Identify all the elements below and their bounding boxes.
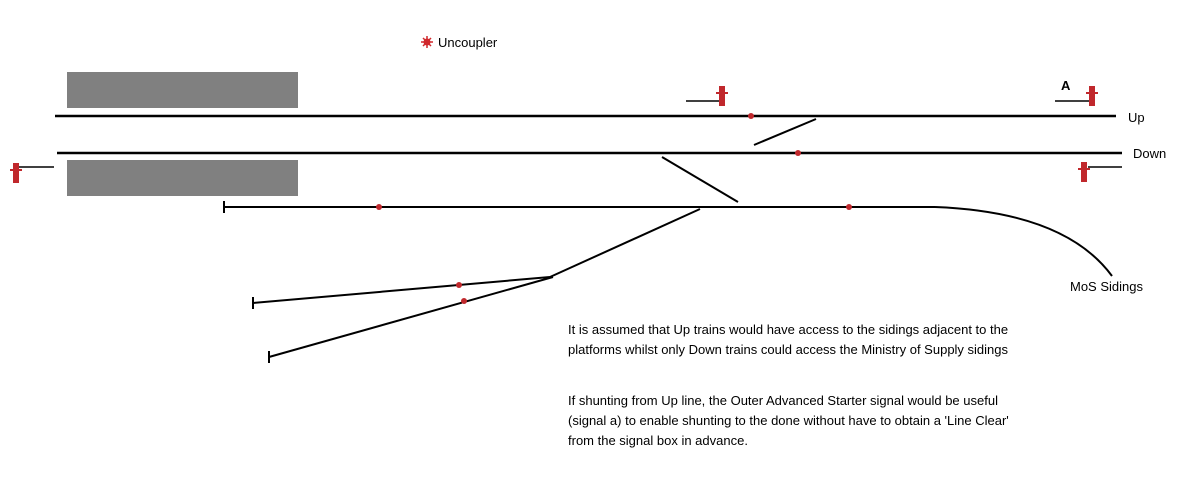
uncoupler-marker <box>376 204 382 210</box>
platform-lower <box>67 160 298 196</box>
mos-sidings-label: MoS Sidings <box>1070 279 1143 294</box>
crossover-up-down <box>753 118 817 146</box>
signal-head <box>13 163 19 183</box>
uncoupler-legend-label: Uncoupler <box>438 35 498 50</box>
signal-down-home <box>1078 162 1122 182</box>
signal-head <box>1081 162 1087 182</box>
signal-head <box>719 86 725 106</box>
signal-up-home <box>686 86 728 106</box>
siding-lower-branch <box>268 276 554 358</box>
uncoupler-marker <box>748 113 754 119</box>
signal-down-starter <box>10 163 54 183</box>
uncoupler-marker <box>461 298 467 304</box>
uncoupler-marker <box>456 282 462 288</box>
note-access: It is assumed that Up trains would have … <box>568 322 1009 357</box>
siding-branch <box>549 208 701 278</box>
uncoupler-legend-icon <box>421 36 433 48</box>
platform-upper <box>67 72 298 108</box>
down-line-label: Down <box>1133 146 1166 161</box>
signal-head <box>1089 86 1095 106</box>
mos-sidings-curve <box>934 206 1113 277</box>
uncoupler-marker <box>846 204 852 210</box>
signal-a <box>1055 86 1098 106</box>
crossover-down-siding <box>661 156 739 203</box>
siding-upper-branch <box>252 276 551 304</box>
uncoupler-marker <box>795 150 801 156</box>
up-line-label: Up <box>1128 110 1145 125</box>
note-shunting: If shunting from Up line, the Outer Adva… <box>568 393 1009 448</box>
signal-a-label: A <box>1061 78 1071 93</box>
